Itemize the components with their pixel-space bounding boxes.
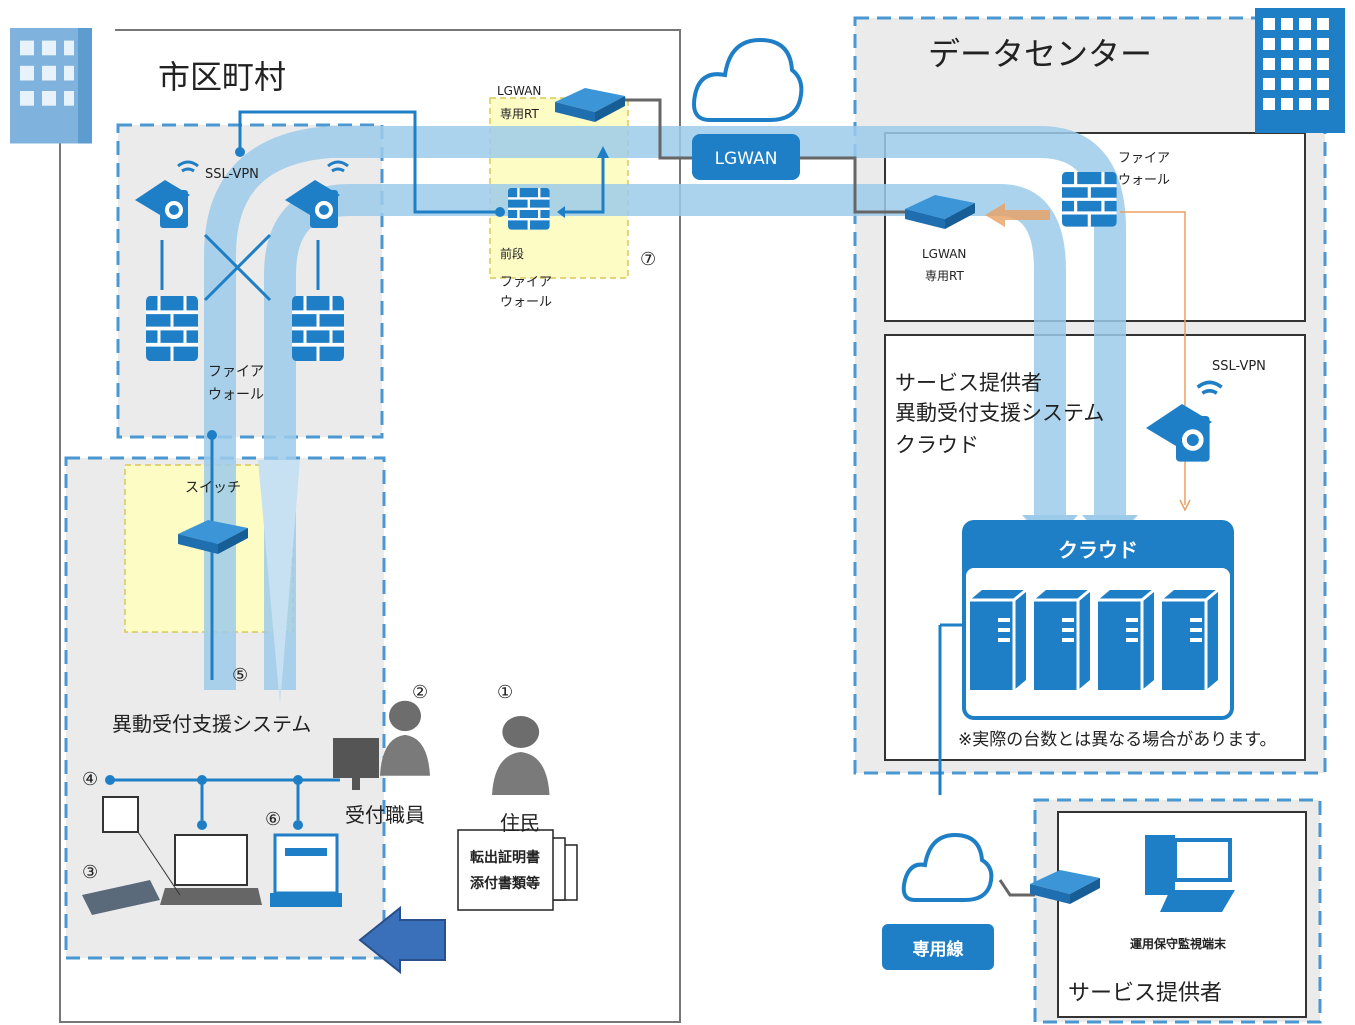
front-firewall-label: ファイア (500, 275, 552, 290)
firewall-label: ウォール (208, 387, 264, 403)
cloud-icon (901, 832, 994, 902)
server-icon (968, 588, 1028, 692)
dedicated-line-badge (882, 924, 994, 970)
firewall-icon (1060, 170, 1119, 229)
monitor-icon (333, 738, 379, 778)
resident-label: 住民 (500, 811, 540, 835)
lgwan-lines (625, 98, 1035, 897)
laptop-icon (174, 834, 248, 886)
lgwan-rt-label: LGWAN (497, 84, 541, 98)
cloud-header: クラウド (1058, 538, 1138, 562)
service-label: クラウド (895, 433, 979, 457)
firewall-icon (506, 186, 551, 231)
lgwan-label: LGWAN (715, 149, 778, 169)
keyboard-icon (160, 888, 262, 905)
server-icon (1032, 588, 1092, 692)
marker-4: ④ (82, 769, 98, 790)
flow-beam (258, 460, 300, 705)
cloud-note: ※実際の台数とは異なる場合があります。 (958, 730, 1277, 750)
datacenter-building-icon (1255, 8, 1345, 133)
marker-2: ② (412, 682, 428, 703)
service-label: 異動受付支援システム (895, 401, 1104, 425)
building-icon (10, 28, 92, 144)
marker-7: ⑦ (640, 249, 656, 270)
staff-label: 受付職員 (345, 803, 425, 827)
dc-ssl-vpn-label: SSL-VPN (1212, 359, 1266, 374)
dc-firewall-label: ウォール (1118, 173, 1170, 188)
network-nodes (105, 147, 505, 830)
server-icon (1096, 588, 1156, 692)
firewall-icon (144, 294, 200, 363)
dedicated-line-label: 専用線 (913, 939, 964, 960)
scanner-icon (82, 880, 160, 915)
provider-title: サービス提供者 (1068, 981, 1222, 1006)
terminal-tower-icon (1145, 835, 1175, 895)
ssl-vpn-label: SSL-VPN (205, 167, 259, 182)
lgwan-badge (692, 134, 800, 180)
documents-icon (457, 829, 554, 911)
firewall-label: ファイア (208, 364, 264, 380)
system-label: 異動受付支援システム (112, 712, 311, 736)
small-device-icon (102, 796, 139, 833)
dc-lgwan-rt-label: 専用RT (925, 269, 964, 283)
printer-icon (273, 833, 339, 895)
server-icon (1160, 588, 1220, 692)
documents-line-1: 転出証明書 (470, 849, 540, 866)
dc-lgwan-rt-label: LGWAN (922, 247, 966, 261)
service-label: サービス提供者 (895, 371, 1042, 395)
left-arrow-icon (358, 905, 446, 975)
marker-5: ⑤ (232, 665, 248, 686)
switch-label: スイッチ (185, 480, 241, 496)
terminal-monitor-icon (1173, 838, 1232, 882)
firewall-icon (290, 294, 346, 363)
marker-1: ① (497, 682, 513, 703)
marker-3: ③ (82, 862, 98, 883)
lgwan-rt-label: 専用RT (500, 107, 539, 121)
documents-line-2: 添付書類等 (470, 875, 540, 892)
marker-6: ⑥ (265, 809, 281, 830)
cloud-icon (692, 37, 804, 122)
datacenter-title: データセンター (928, 35, 1152, 73)
terminal-label: 運用保守監視端末 (1130, 936, 1227, 951)
dc-firewall-label: ファイア (1118, 151, 1170, 166)
front-firewall-label: ウォール (500, 295, 552, 310)
municipality-title: 市区町村 (158, 58, 286, 96)
front-firewall-label: 前段 (500, 246, 524, 261)
